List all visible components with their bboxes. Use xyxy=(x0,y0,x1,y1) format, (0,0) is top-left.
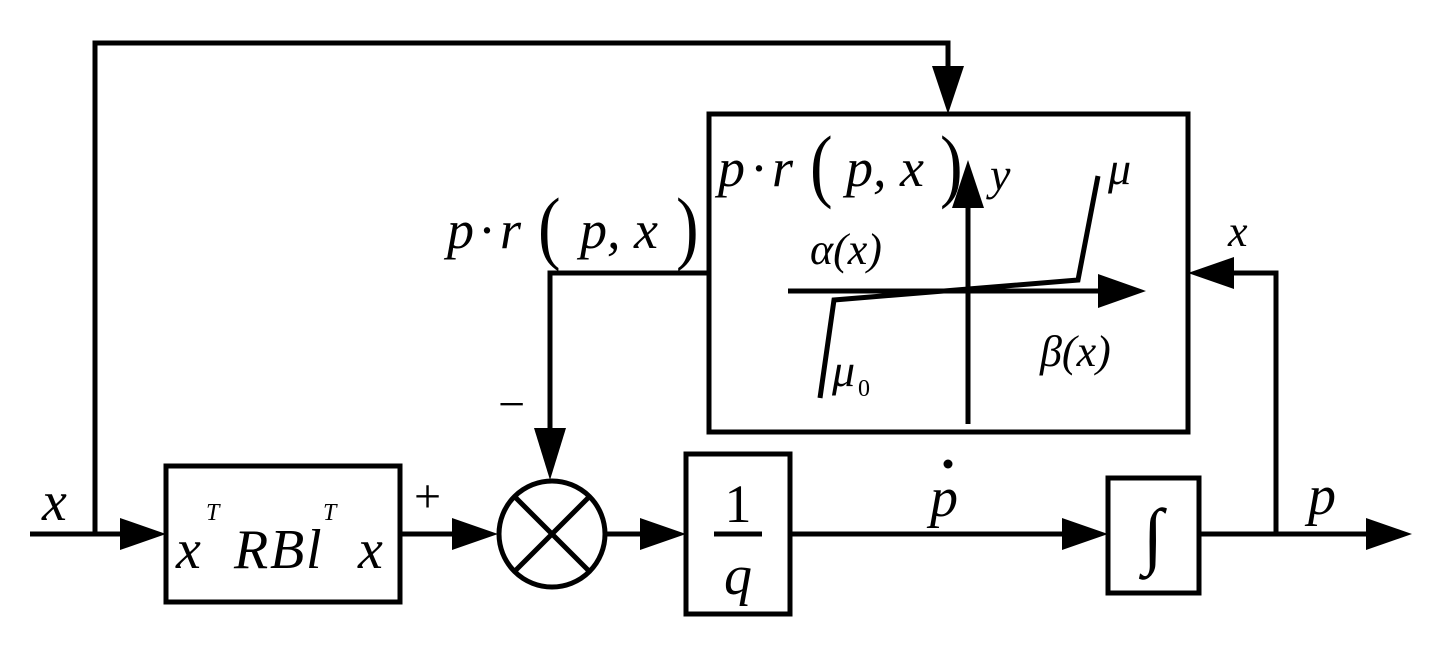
feedback-r: r xyxy=(500,200,522,260)
transfer-block: 1 q xyxy=(683,451,793,617)
input-x-label: x xyxy=(41,471,67,533)
plus-sign: + xyxy=(414,470,441,523)
integral-symbol: ∫ xyxy=(1139,495,1168,580)
nonlinear-r: r xyxy=(772,138,794,198)
feedback-rparen: ) xyxy=(676,182,699,272)
gain-x2: x xyxy=(357,519,383,581)
nonlinear-dot: · xyxy=(750,138,768,198)
mu-label: μ xyxy=(1107,143,1131,194)
nonlinearity-curve xyxy=(817,175,1101,399)
feedback-x-label: x xyxy=(1227,207,1248,256)
gain-T2: T xyxy=(323,500,338,526)
nonlinear-p: p xyxy=(714,138,745,198)
minus-sign: − xyxy=(498,378,525,431)
arrow-into-nonlinear-top xyxy=(932,66,964,114)
nonlinear-lparen: ( xyxy=(810,120,833,210)
p-feedback-wire xyxy=(1234,270,1279,534)
arrow-into-nonlinear-right xyxy=(1188,257,1234,289)
gain-block: x T R B l T x xyxy=(163,463,403,605)
x-axis-arrowhead xyxy=(1098,274,1146,308)
integrator-block: ∫ xyxy=(1105,475,1202,596)
mu0-label: μ xyxy=(831,345,855,396)
nonlinear-args: p, x xyxy=(842,138,924,198)
transfer-denominator: q xyxy=(724,545,752,607)
arrow-output xyxy=(1366,518,1412,550)
output-p-label: p xyxy=(1304,465,1336,527)
feedback-dot: · xyxy=(478,200,496,260)
wires xyxy=(30,40,1366,537)
arrow-into-gain xyxy=(120,518,166,550)
feedback-args: p, x xyxy=(576,200,658,260)
y-axis-label: y xyxy=(986,149,1011,200)
x-feedforward-wire xyxy=(92,40,951,534)
gain-B: B xyxy=(270,519,304,581)
gain-T1: T xyxy=(206,500,221,526)
alpha-label: α(x) xyxy=(810,225,882,274)
gain-R: R xyxy=(233,519,268,581)
feedback-lparen: ( xyxy=(538,182,561,272)
arrowheads xyxy=(120,66,1412,550)
arrow-into-integrator xyxy=(1062,518,1108,550)
derivative-dot xyxy=(943,459,953,469)
feedback-pr-label: p · r ( p, x ) xyxy=(443,182,699,272)
p-dot-label: p xyxy=(926,467,958,529)
y-axis-arrowhead xyxy=(952,160,984,208)
nonlinear-to-sum-wire xyxy=(547,270,709,430)
arrow-into-sum xyxy=(452,518,498,550)
arrow-into-sum-top xyxy=(534,428,566,480)
nonlinear-block: p · r ( p, x ) y μ μ 0 α(x) β(x) xyxy=(706,111,1191,435)
transfer-numerator: 1 xyxy=(725,474,752,534)
gain-x1: x xyxy=(175,519,201,581)
arrow-into-transfer xyxy=(640,518,686,550)
beta-label: β(x) xyxy=(1039,327,1111,376)
mu0-subscript: 0 xyxy=(858,376,870,402)
summing-junction xyxy=(496,478,608,590)
feedback-p: p xyxy=(443,200,474,260)
nonlinear-rparen: ) xyxy=(940,120,963,210)
gain-l: l xyxy=(306,519,322,581)
